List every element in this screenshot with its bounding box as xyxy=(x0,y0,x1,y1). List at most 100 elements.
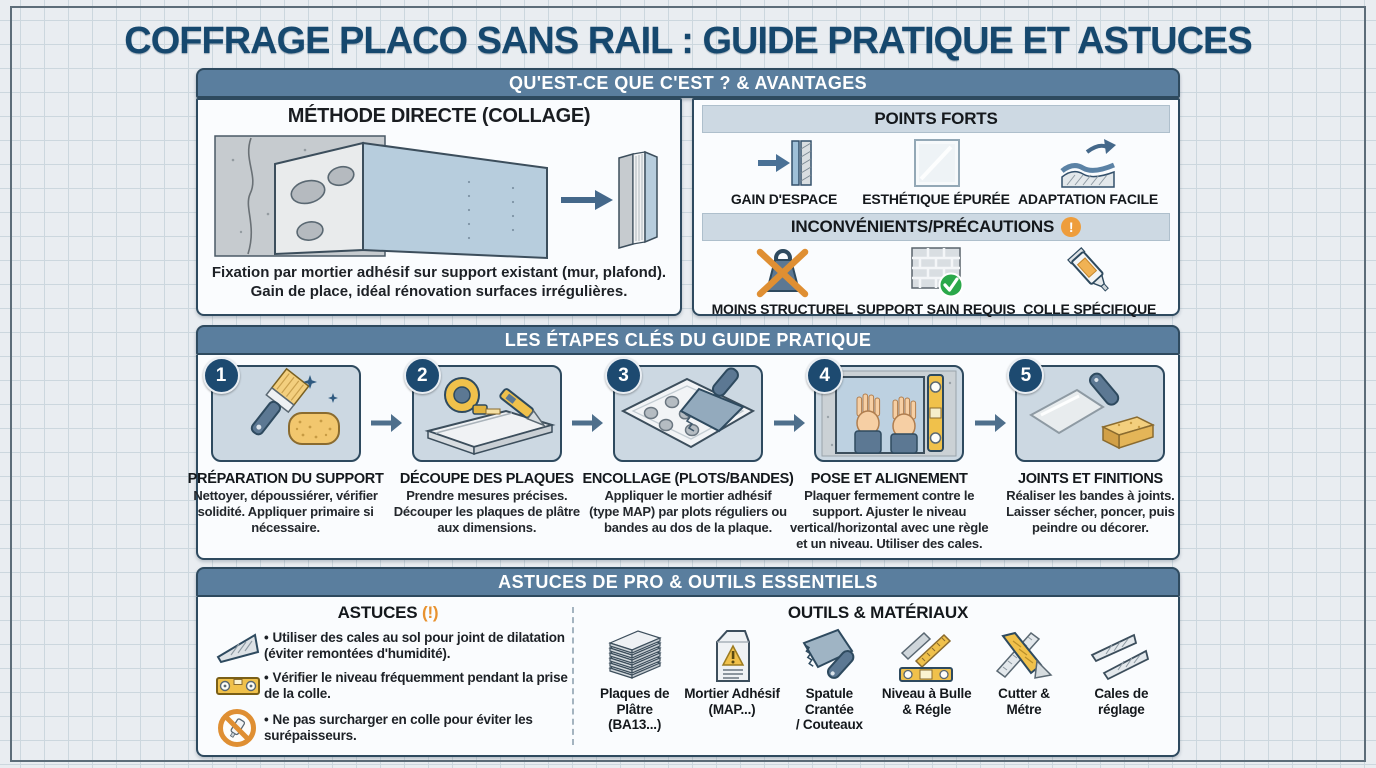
arrow-right-icon xyxy=(369,411,403,435)
methode-caption-line1: Fixation par mortier adhésif sur support… xyxy=(211,264,667,281)
section-astuces-header: ASTUCES DE PRO & OUTILS ESSENTIELS xyxy=(196,567,1180,597)
astuces-warning-suffix: (!) xyxy=(421,603,439,622)
trowel-sanding-block-icon xyxy=(1017,367,1163,460)
glued-plasterboard-illustration-icon xyxy=(213,130,665,264)
tip-item: •Vérifier le niveau fréquemment pendant … xyxy=(212,669,570,703)
step-title: DÉCOUPE DES PLAQUES xyxy=(399,471,574,487)
arrow-right-icon xyxy=(973,411,1007,435)
section-etapes-header: LES ÉTAPES CLÉS DU GUIDE PRATIQUE xyxy=(196,325,1180,355)
hands-press-level-icon xyxy=(816,367,962,460)
glue-tube-icon xyxy=(1059,245,1121,299)
tool-item: Cutter & Métre xyxy=(975,625,1072,733)
step-item-2: 2 xyxy=(394,357,580,536)
section-etapes: LES ÉTAPES CLÉS DU GUIDE PRATIQUE 1 xyxy=(188,325,1180,560)
no-excess-glue-icon xyxy=(212,707,264,749)
shim-wedge-icon xyxy=(212,627,264,665)
inconvenient-label: COLLE SPÉCIFIQUE xyxy=(1023,301,1157,317)
tape-measure-cutter-icon xyxy=(414,367,560,460)
brush-sponge-icon xyxy=(213,367,359,460)
sound-wall-check-icon xyxy=(905,245,967,299)
cutter-tape-icon xyxy=(991,625,1057,685)
point-fort-item: ESTHÉTIQUE ÉPURÉE xyxy=(860,137,1012,207)
panel-methode-directe: MÉTHODE DIRECTE (COLLAGE) xyxy=(196,98,682,316)
step-item-5: 5 xyxy=(1006,357,1175,536)
section-astuces-outils: ASTUCES DE PRO & OUTILS ESSENTIELS ASTUC… xyxy=(196,567,1180,757)
spirit-level-icon xyxy=(212,669,264,703)
step-description: Nettoyer, dépoussiérer, vérifier solidit… xyxy=(193,488,378,536)
tip-text: •Utiliser des cales au sol pour joint de… xyxy=(264,629,565,661)
tool-item: Mortier Adhésif (MAP...) xyxy=(683,625,780,733)
step-number-badge: 5 xyxy=(1007,357,1045,394)
tool-item: Spatule Crantée / Couteaux xyxy=(781,625,878,733)
panel-avantages-inconvenients: POINTS FORTS xyxy=(692,98,1180,317)
tool-label: Niveau à Bulle & Régle xyxy=(881,686,972,717)
astuces-title: ASTUCES (!) xyxy=(337,603,439,622)
step-title: POSE ET ALIGNEMENT xyxy=(810,471,968,487)
step-description: Appliquer le mortier adhésif (type MAP) … xyxy=(589,488,787,536)
tool-label: Cales de réglage xyxy=(1094,686,1149,717)
arrow-right-icon xyxy=(772,411,806,435)
step-description: Prendre mesures précises. Découper les p… xyxy=(393,488,580,536)
adhesive-dabs-trowel-icon xyxy=(615,367,761,460)
inconvenient-item: COLLE SPÉCIFIQUE xyxy=(1015,245,1164,317)
tip-text: •Vérifier le niveau fréquemment pendant … xyxy=(264,669,568,701)
step-description: Plaquer fermement contre le support. Aju… xyxy=(790,488,989,552)
space-gain-icon xyxy=(755,137,813,189)
tip-item: •Utiliser des cales au sol pour joint de… xyxy=(212,627,570,665)
step-illustration-box: 2 xyxy=(403,357,562,462)
tip-text: •Ne pas surcharger en colle pour éviter … xyxy=(264,711,533,743)
notched-trowel-icon xyxy=(796,625,862,685)
step-illustration-box: 5 xyxy=(1007,357,1166,462)
step-number-badge: 2 xyxy=(403,357,441,394)
point-fort-item: GAIN D'ESPACE xyxy=(708,137,860,207)
inconvenient-item: MOINS STRUCTUREL xyxy=(708,245,857,317)
inconvenients-title-bar: INCONVÉNIENTS/PRÉCAUTIONS ! xyxy=(702,213,1170,241)
step-title: PRÉPARATION DU SUPPORT xyxy=(187,471,384,487)
step-title: ENCOLLAGE (PLOTS/BANDES) xyxy=(582,471,794,487)
step-item-1: 1 xyxy=(188,357,384,536)
dashed-divider xyxy=(572,607,574,745)
point-fort-label: ESTHÉTIQUE ÉPURÉE xyxy=(862,191,1010,207)
adjust-wedges-icon xyxy=(1088,625,1154,685)
step-number-badge: 3 xyxy=(605,357,642,394)
tool-item: Plaques de Plâtre (BA13...) xyxy=(586,625,683,733)
inconvenients-title: INCONVÉNIENTS/PRÉCAUTIONS xyxy=(790,217,1055,236)
tool-item: Niveau à Bulle & Régle xyxy=(878,625,975,733)
astuces-column: ASTUCES (!) •Utiliser des cales au sol p… xyxy=(198,597,570,749)
inconvenient-item: SUPPORT SAIN REQUIS xyxy=(857,245,1016,317)
step-title: JOINTS ET FINITIONS xyxy=(1017,471,1163,487)
outils-column: OUTILS & MATÉRIAUX xyxy=(582,597,1174,733)
point-fort-label: ADAPTATION FACILE xyxy=(1018,191,1158,207)
outils-title: OUTILS & MATÉRIAUX xyxy=(787,603,969,622)
tool-label: Spatule Crantée / Couteaux xyxy=(795,686,863,733)
clean-panel-icon xyxy=(907,137,965,189)
methode-title: MÉTHODE DIRECTE (COLLAGE) xyxy=(287,105,591,127)
warning-icon: ! xyxy=(1061,217,1082,237)
step-illustration-box: 1 xyxy=(202,357,361,462)
bubble-level-ruler-icon xyxy=(894,625,960,685)
crossed-weight-icon xyxy=(751,245,813,299)
section-avantages: QU'EST-CE QUE C'EST ? & AVANTAGES MÉTHOD… xyxy=(196,68,1180,317)
step-illustration-box: 3 xyxy=(605,357,763,462)
plaster-boards-stack-icon xyxy=(602,625,668,685)
mortar-bag-icon xyxy=(699,625,765,685)
page-title: COFFRAGE PLACO SANS RAIL : GUIDE PRATIQU… xyxy=(124,20,1252,62)
step-item-4: 4 xyxy=(790,357,989,552)
wavy-surface-icon xyxy=(1059,137,1117,189)
step-number-badge: 1 xyxy=(202,357,240,394)
step-illustration-box: 4 xyxy=(806,357,965,462)
methode-caption-line2: Gain de place, idéal rénovation surfaces… xyxy=(250,282,628,300)
inconvenient-label: MOINS STRUCTUREL xyxy=(711,301,854,317)
tool-label: Mortier Adhésif (MAP...) xyxy=(684,686,780,717)
point-fort-label: GAIN D'ESPACE xyxy=(730,191,838,207)
tool-label: Cutter & Métre xyxy=(998,686,1050,717)
point-fort-item: ADAPTATION FACILE xyxy=(1012,137,1164,207)
tool-label: Plaques de Plâtre (BA13...) xyxy=(600,686,670,733)
tip-item: •Ne pas surcharger en colle pour éviter … xyxy=(212,707,570,749)
section-avantages-header: QU'EST-CE QUE C'EST ? & AVANTAGES xyxy=(196,68,1180,98)
arrow-right-icon xyxy=(570,411,604,435)
step-description: Réaliser les bandes à joints. Laisser sé… xyxy=(1006,488,1175,536)
inconvenient-label: SUPPORT SAIN REQUIS xyxy=(856,301,1016,317)
tool-item: Cales de réglage xyxy=(1073,625,1170,733)
